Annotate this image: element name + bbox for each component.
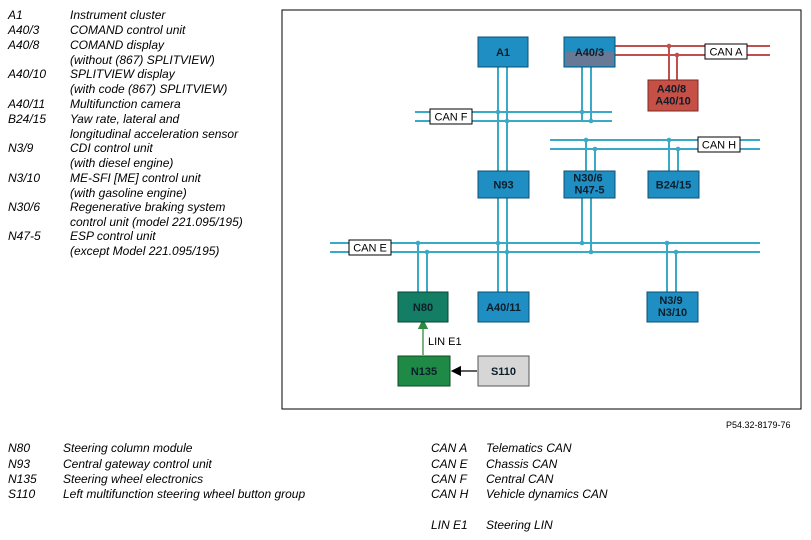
box-n30-6: N30/6 N47-5 [563,170,616,199]
box-n135-label: N135 [411,366,437,378]
box-n135: N135 [397,355,451,387]
can-e-label: CAN E [348,239,392,256]
box-n3-9-label: N3/9 N3/10 [658,295,687,319]
figure-id: P54.32-8179-76 [726,420,791,430]
lin-e1-label: LIN E1 [428,336,462,348]
legend-desc: Left multifunction steering wheel button… [63,487,306,501]
legend-desc: CDI control unit (with diesel engine) [70,141,174,170]
legend-abbr: A40/11 [8,97,46,111]
box-a40-8: A40/8 A40/10 [647,79,699,112]
can-e-label-text: CAN E [353,243,387,255]
box-n30-6-label: N30/6 N47-5 [573,173,605,197]
legend-desc: COMAND control unit [70,23,186,37]
can-a-bus-nodes [666,43,680,58]
box-a40-8-label: A40/8 A40/10 [655,84,690,108]
legend-abbr: N93 [8,457,31,471]
box-label-line: N3/10 [658,307,687,319]
legend-abbr: A40/10 [8,67,47,81]
box-a40-3-label: A40/3 [575,47,604,59]
can-f-bus-nodes [495,109,594,124]
legend-abbr: N30/6 [8,200,41,214]
can-e-bus-nodes [415,240,679,255]
legend-abbr: N3/9 [8,141,34,155]
can-h-label: CAN H [697,136,741,153]
legend-desc: ESP control unit (except Model 221.095/1… [70,229,220,258]
legend-abbr: LIN E1 [431,518,468,532]
legend-abbr: CAN H [431,487,469,501]
legend-abbr: N135 [8,472,37,486]
legend-desc: Vehicle dynamics CAN [486,487,608,501]
legend-desc: Central gateway control unit [63,457,212,471]
legend-abbr: A1 [8,8,23,22]
legend-abbr: A40/8 [8,38,40,52]
legend-desc: Telematics CAN [486,441,572,455]
legend-abbr: CAN E [431,457,468,471]
legend-abbr: N47-5 [8,229,41,243]
can-h-bus-nodes [583,137,681,152]
box-a1: A1 [477,36,529,68]
legend-desc: Instrument cluster [70,8,166,22]
box-a1-label: A1 [496,47,510,59]
legend-desc: SPLITVIEW display (with code (867) SPLIT… [70,67,228,96]
legend-desc: COMAND display (without (867) SPLITVIEW) [70,38,215,67]
legend-abbr: CAN A [431,441,468,455]
box-n93: N93 [477,170,530,199]
legend-desc: Central CAN [486,472,554,486]
box-n3-9: N3/9 N3/10 [646,291,699,323]
legend-desc: Multifunction camera [70,97,181,111]
can-a-label: CAN A [704,43,748,60]
box-a40-11: A40/11 [477,291,530,323]
legend-abbr: S110 [8,487,36,501]
box-b24-15: B24/15 [647,170,700,199]
can-e-bus-line [330,198,760,292]
box-n3-9-label-lines: N3/9 [659,295,682,307]
box-n80-label: N80 [413,302,433,314]
legend-desc: Chassis CAN [486,457,558,471]
box-a40-11-label: A40/11 [486,302,521,314]
box-s110-label: S110 [491,366,516,378]
box-label-line: N47-5 [575,185,605,197]
legend-desc: Steering column module [63,441,193,455]
legend-abbr: B24/15 [8,112,47,126]
box-a40-3: A40/3 [563,36,616,68]
legend-abbr: A40/3 [8,23,40,37]
legend-desc: Steering wheel electronics [63,472,204,486]
box-s110: S110 [477,355,530,387]
diagram-frame [281,9,802,410]
box-n93-label: N93 [493,180,513,192]
box-b24-15-label: B24/15 [656,180,691,192]
can-f-label: CAN F [429,108,473,125]
can-f-label-text: CAN F [435,112,468,124]
legend-abbr: CAN F [431,472,467,486]
legend-desc: ME-SFI [ME] control unit (with gasoline … [70,171,201,200]
legend-desc: Steering LIN [486,518,553,532]
box-label-line: A40/10 [655,96,690,108]
box-n30-6-label-lines: N30/6 [573,173,602,185]
legend-desc: Regenerative braking system control unit… [70,200,243,229]
box-a40-8-label-lines: A40/8 [657,84,686,96]
box-n80: N80 [397,291,449,323]
legend-abbr: N80 [8,441,31,455]
can-a-label-text: CAN A [709,47,743,59]
legend-desc: Yaw rate, lateral and longitudinal accel… [70,112,239,141]
can-h-label-text: CAN H [702,140,736,152]
legend-abbr: N3/10 [8,171,41,185]
